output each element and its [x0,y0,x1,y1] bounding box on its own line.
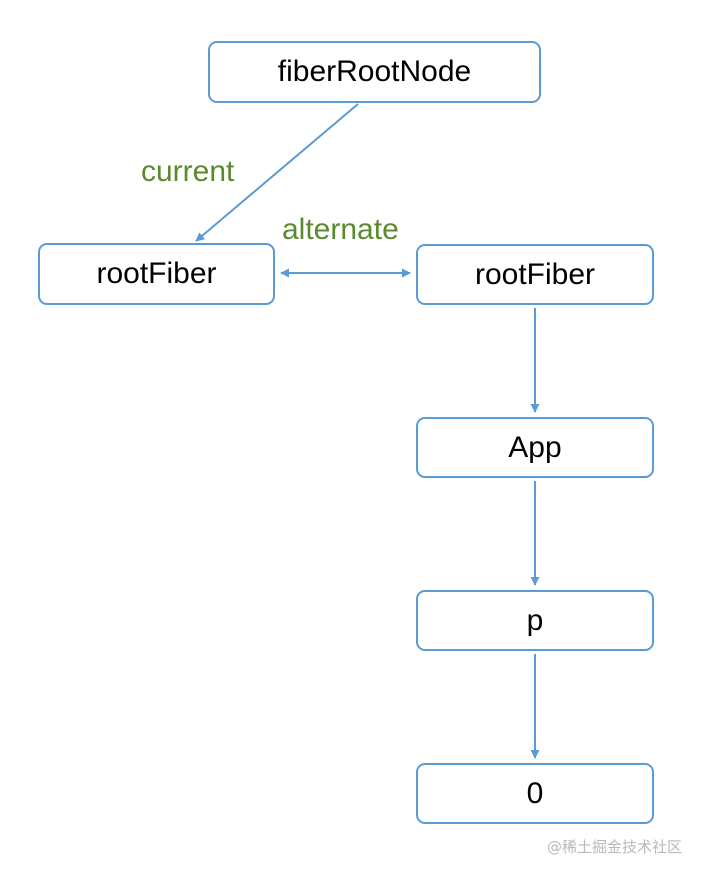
wip-root-fiber-box: rootFiber [416,244,654,305]
text-zero-node-box: 0 [416,763,654,824]
current-label: current [141,155,235,188]
current-root-fiber-box: rootFiber [38,243,275,305]
p-node-box: p [416,590,654,651]
fiber-root-node-box: fiberRootNode [208,41,541,103]
alternate-label: alternate [282,213,399,246]
current-edge [195,103,359,242]
watermark: @稀土掘金技术社区 [546,838,682,856]
app-node-box: App [416,417,654,478]
